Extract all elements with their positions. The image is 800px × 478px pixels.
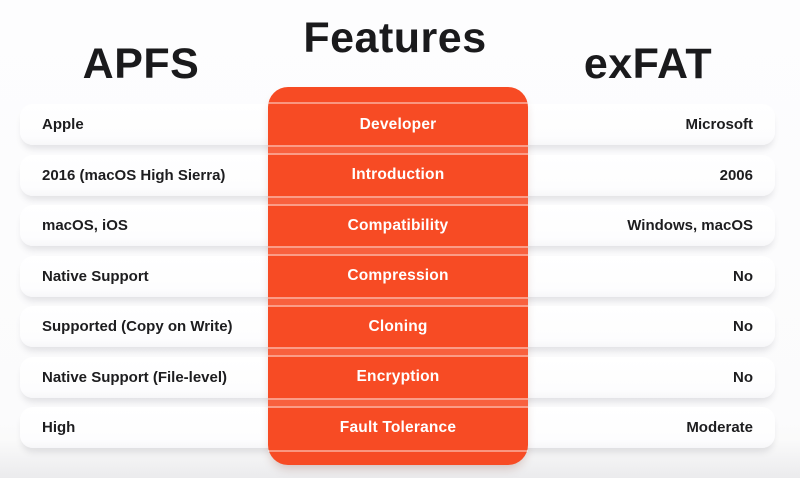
row-gap-stripe [268,347,528,357]
row-gap-stripe [268,195,528,206]
feature-label: Cloning [368,317,428,335]
apfs-value: 2016 (macOS High Sierra) [42,166,226,184]
exfat-value: Moderate [686,419,753,436]
feature-label: Developer [359,115,437,133]
feature-label: Fault Tolerance [339,418,457,436]
apfs-value: Apple [42,116,84,133]
apfs-value: Supported (Copy on Write) [42,318,233,335]
apfs-column-header: APFS [82,40,200,88]
row-gap-stripe [268,246,528,256]
column-edge-line [268,449,528,452]
apfs-value: High [42,419,76,436]
exfat-value: 2006 [719,166,753,184]
feature-label: Encryption [356,368,440,385]
apfs-value: Native Support (File-level) [42,368,228,386]
exfat-value: No [733,368,753,386]
feature-label: Introduction [351,166,445,183]
apfs-value: macOS, iOS [42,217,128,234]
exfat-value: Microsoft [685,116,754,133]
feature-label: Compatibility [347,216,449,234]
row-gap-stripe [268,397,528,408]
row-gap-stripe [268,145,528,155]
exfat-value: Windows, macOS [627,217,753,234]
feature-label: Compression [347,267,449,284]
exfat-value: No [733,318,753,335]
features-column-header: Features [303,14,487,62]
apfs-value: Native Support [42,267,149,285]
exfat-column-header: exFAT [583,40,713,88]
row-gap-stripe [268,296,528,307]
exfat-value: No [733,267,753,285]
column-edge-line [268,101,528,104]
